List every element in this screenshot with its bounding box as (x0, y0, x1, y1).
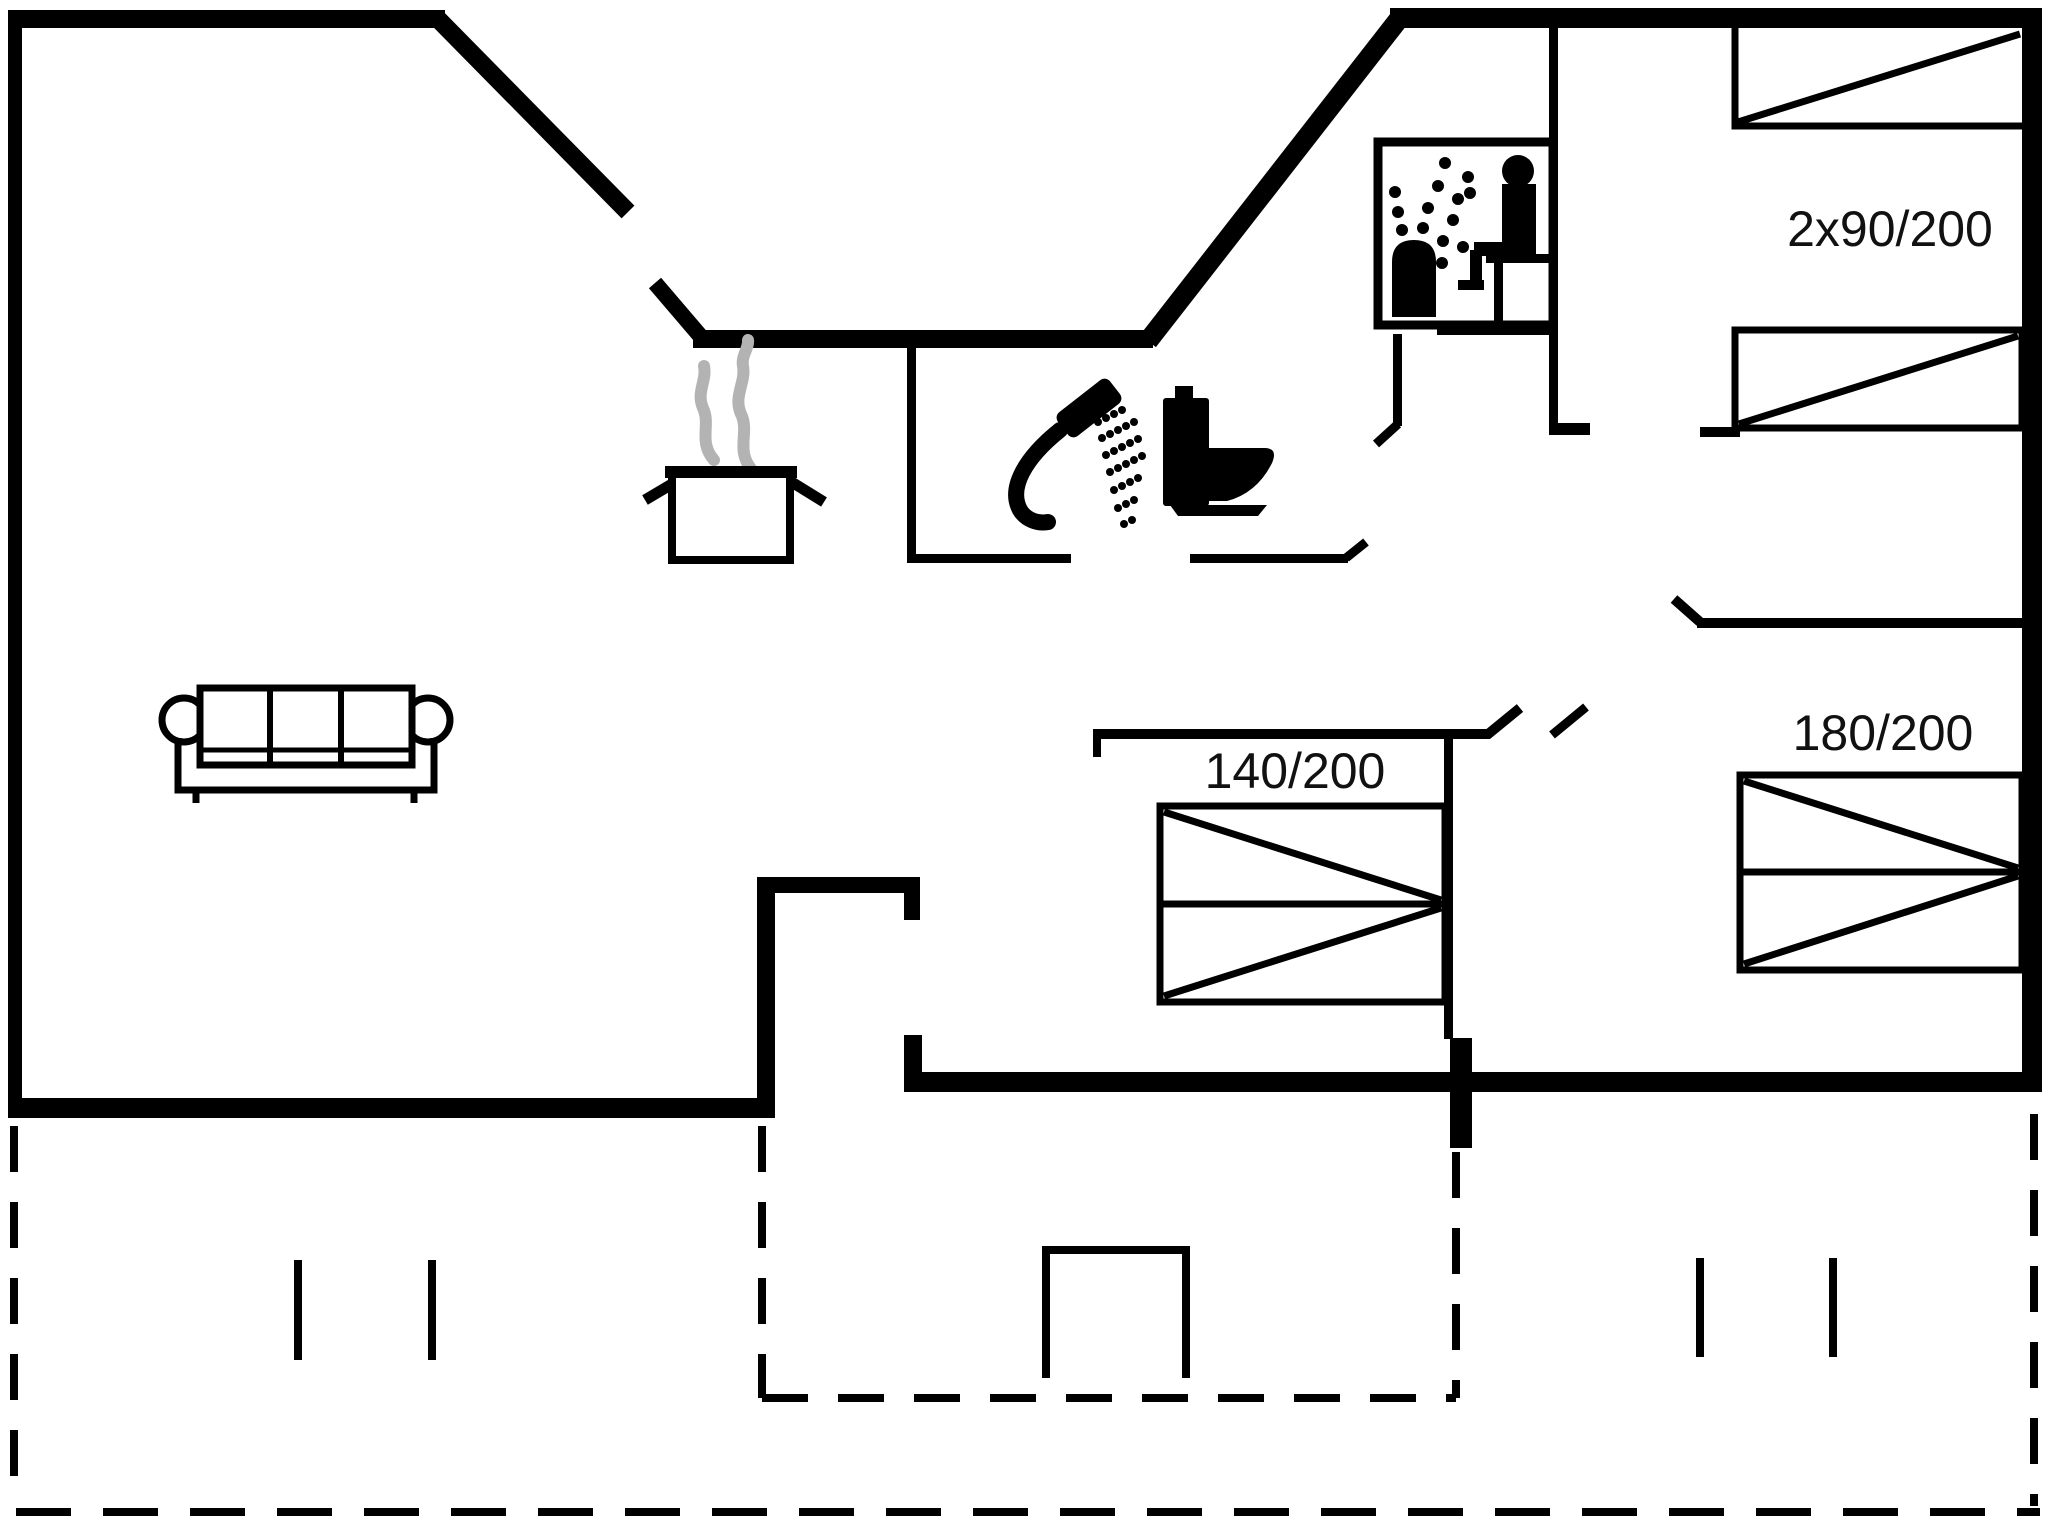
toilet-icon (1163, 386, 1274, 516)
wall-south-crossing-stub (1450, 1038, 1472, 1148)
door-frame-tick-hall (1372, 420, 1402, 448)
toilet-bowl (1209, 448, 1274, 501)
steam-curl-right (732, 334, 758, 476)
steam-icon (694, 334, 758, 476)
wall-diagonal-hall (1140, 8, 1410, 348)
pot-rim (665, 466, 797, 478)
bed-icon-double-middle (1156, 802, 1449, 1006)
steam-curl-left (694, 360, 720, 466)
shower-handle (1008, 422, 1068, 531)
shower-icon (1008, 378, 1146, 531)
terrace-step-outline (1042, 1246, 1190, 1378)
wall-bathroom-west (907, 348, 916, 562)
sauna-steam-dots (1389, 157, 1476, 269)
pot-body (668, 466, 794, 564)
sauna-person (1458, 155, 1553, 323)
wall-bedroom-top-south (1700, 427, 1740, 437)
bed-outline (1731, 28, 2024, 130)
wall-bedroom-door-jamb (1393, 334, 1402, 426)
wall-bedroom-right-north (1697, 618, 2022, 628)
toilet-flush-button (1175, 386, 1193, 400)
wall-south-bedrooms (908, 1072, 2042, 1092)
bed-diagonal (1737, 332, 2020, 428)
bed-diagonal-upper (1742, 777, 2020, 872)
sauna-bench-leg (1494, 263, 1503, 323)
door-frame-tick-bedroom-right (1670, 595, 1704, 626)
wall-under-sauna (1437, 326, 1558, 335)
beds (1156, 28, 2026, 1006)
bed-icon-twin-upper (1731, 28, 2024, 130)
person-torso (1502, 184, 1536, 256)
bed-diagonal-lower (1742, 872, 2020, 968)
wall-top-right (1390, 8, 2042, 28)
bed-diagonal-lower (1162, 904, 1443, 1000)
bed-diagonal-upper (1162, 808, 1443, 904)
wall-bedroom-middle-north (1093, 729, 1490, 739)
bed-icon-twin-lower (1731, 326, 2026, 432)
wall-hallway-foot (1549, 423, 1590, 435)
wall-terrace-door-left (757, 877, 775, 1118)
person-head (1502, 155, 1534, 187)
sauna-stove (1392, 240, 1436, 317)
wall-bedroom-middle-north-end (1093, 729, 1101, 757)
sofa-icon (158, 684, 454, 803)
pot-handle-right (787, 476, 827, 507)
wall-kitchen-north (693, 330, 1153, 348)
bed-size-label-twin: 2x90/200 (1787, 201, 1993, 257)
bed-size-label-right: 180/200 (1793, 705, 1974, 761)
wall-south-living (8, 1098, 775, 1118)
sauna-bench-seat (1486, 254, 1553, 263)
bed-icon-double-right (1736, 771, 2026, 974)
wall-diagonal-entry-upper (431, 12, 635, 219)
labels: 2x90/200 180/200 140/200 (1205, 201, 1993, 799)
wall-left (8, 10, 22, 1118)
bed-outline (1731, 326, 2026, 432)
person-shin (1470, 250, 1482, 286)
pot-handle-left (642, 479, 675, 505)
wall-right (2022, 8, 2042, 1092)
wall-terrace-door-top (757, 877, 920, 893)
person-foot (1458, 280, 1484, 290)
bed-diagonal (1736, 30, 2022, 126)
door-frame-tick-bedroom-middle (1483, 704, 1524, 739)
shower-spray-dots (1094, 406, 1146, 528)
wall-diagonal-entry-lower (648, 277, 709, 344)
sauna-icon (1373, 137, 1558, 330)
sofa-back (196, 684, 416, 769)
exterior-walls (8, 8, 2042, 1148)
wall-top-left (8, 10, 445, 28)
door-frame-tick-bathroom (1343, 538, 1369, 562)
toilet-tank (1163, 398, 1209, 506)
wall-terrace-door-right-stub (904, 877, 920, 920)
toilet-base (1170, 505, 1267, 516)
sofa-seat (174, 738, 438, 794)
bed-size-label-middle: 140/200 (1205, 743, 1386, 799)
door-frame-tick-hall-south (1549, 703, 1589, 739)
shower-head (1056, 378, 1122, 438)
wall-bathroom-south-2 (1190, 554, 1348, 563)
wall-bathroom-south-1 (907, 554, 1071, 563)
terrace-outline (10, 1114, 2040, 1516)
cooking-pot-icon (642, 334, 827, 564)
